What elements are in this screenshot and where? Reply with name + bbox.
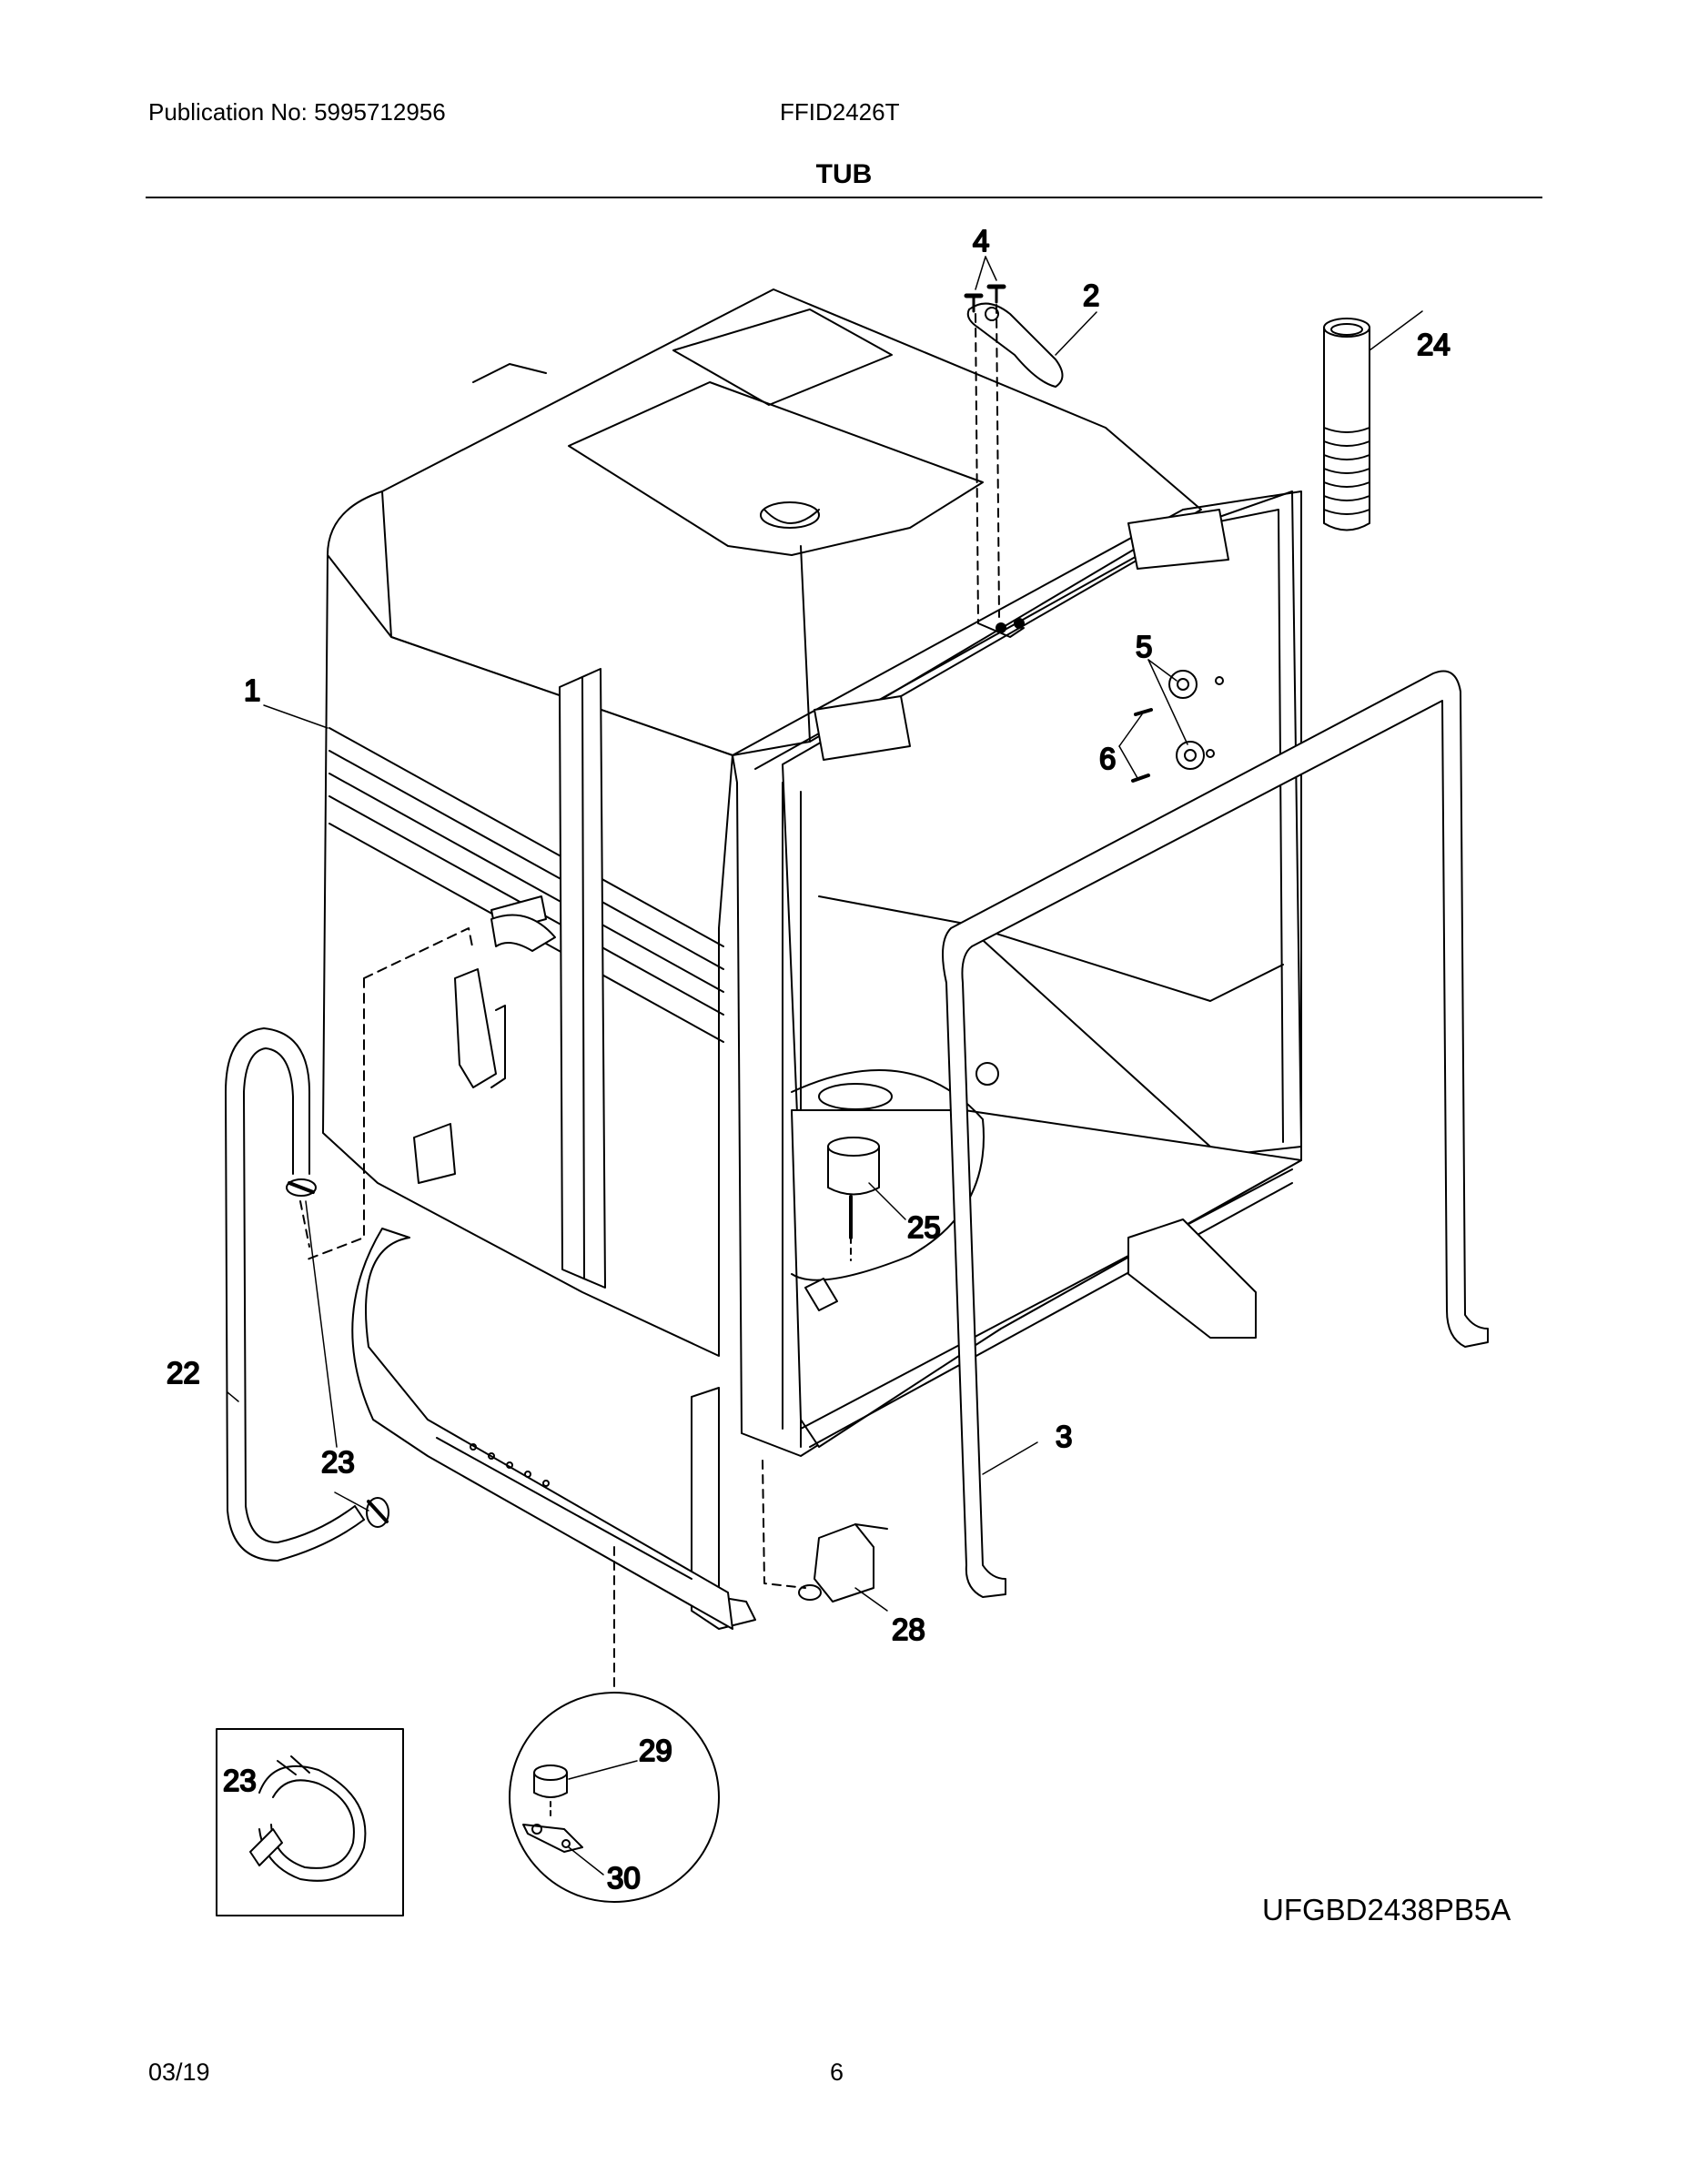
callout-22: 22 (167, 1356, 200, 1390)
part-23-clamp-lower (366, 1497, 389, 1528)
part-23-clamp-upper (286, 1178, 317, 1197)
part-4-screws (964, 284, 1006, 313)
tub-top-raised-area (568, 381, 984, 556)
part-3-door-gasket (942, 670, 1489, 1598)
page-number: 6 (830, 2058, 844, 2086)
sump-ring (791, 1069, 985, 1281)
publication-number: Publication No: 5995712956 (148, 98, 446, 126)
header-rule (146, 197, 1542, 198)
part-2-bracket (966, 302, 1064, 388)
part-6-screws (1131, 708, 1153, 783)
callout-23-inset: 23 (223, 1764, 257, 1797)
frame-bracket-left (814, 695, 911, 761)
fill-funnel (454, 968, 497, 1088)
base-frame (351, 1228, 733, 1630)
callout-2: 2 (1083, 278, 1099, 312)
diagram-code: UFGBD2438PB5A (1262, 1893, 1511, 1926)
fill-funnel-outline (304, 927, 474, 1261)
callout-25: 25 (907, 1210, 941, 1244)
leader-lines (227, 256, 1423, 1876)
callout-1: 1 (244, 673, 260, 707)
model-number: FFID2426T (780, 98, 900, 126)
part-28-switch (798, 1523, 888, 1603)
part-23-inset-frame (216, 1728, 404, 1916)
callout-4: 4 (973, 224, 989, 258)
callout-28: 28 (892, 1613, 925, 1646)
footer-date: 03/19 (148, 2058, 210, 2086)
part-22-hose (225, 1027, 365, 1562)
callout-23: 23 (321, 1445, 355, 1479)
callout-3: 3 (1056, 1420, 1072, 1453)
tub-top-vent (760, 501, 820, 529)
dispenser-vent (490, 914, 556, 952)
tub-assembly (304, 288, 1302, 1630)
tub-leg-front (691, 1387, 756, 1630)
part-29-plug (533, 1764, 568, 1798)
part-24-vent-tube (1323, 318, 1370, 531)
part-25-float (827, 1137, 880, 1261)
callout-5: 5 (1136, 630, 1152, 663)
part-5-grommets (1168, 670, 1224, 770)
tub-leg-right (1127, 1218, 1257, 1339)
frame-bracket-right (1127, 509, 1229, 570)
part-30-bracket (522, 1824, 583, 1853)
tub-top-recess (672, 308, 893, 406)
page-title: TUB (815, 159, 873, 189)
part-23-inset-clamp (249, 1755, 367, 1882)
callout-30: 30 (607, 1861, 641, 1895)
callout-29: 29 (639, 1734, 672, 1767)
callout-24: 24 (1417, 328, 1450, 361)
callout-6: 6 (1099, 742, 1116, 775)
